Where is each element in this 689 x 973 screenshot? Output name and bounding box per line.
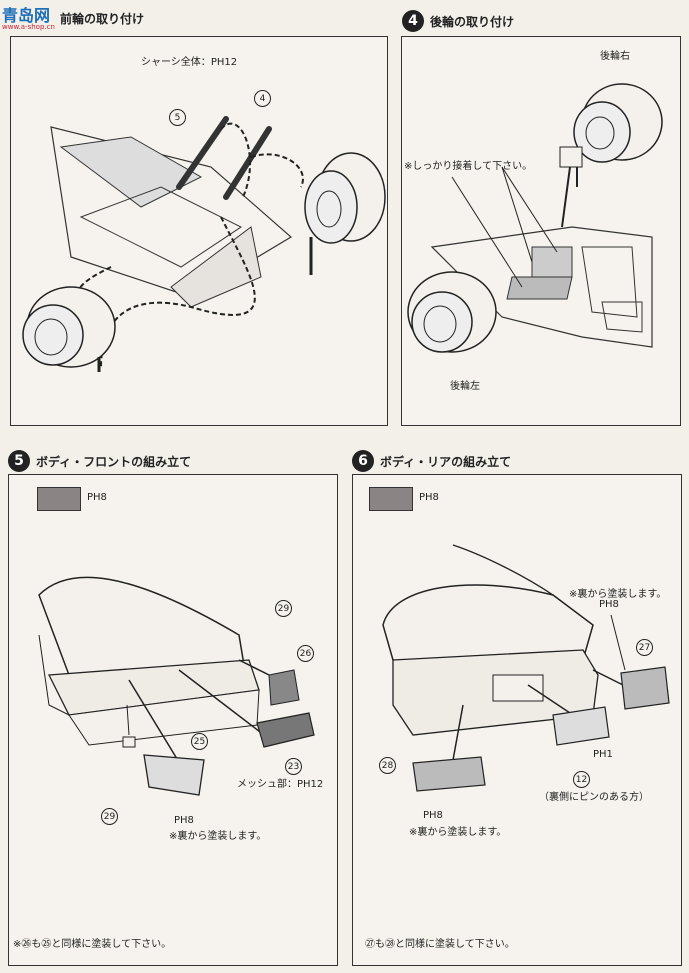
step4-panel: 後輪右 ※しっかり接着して下さい。 後輪左 <box>401 36 681 426</box>
watermark-url: www.a-shop.cn <box>2 23 55 31</box>
step5-number: 5 <box>8 450 30 472</box>
step4-header: 4 後輪の取り付け <box>402 10 514 32</box>
step5-mesh-label: メッシュ部：PH12 <box>237 779 324 790</box>
step5-part25-code: PH8 <box>174 815 194 826</box>
step6-title: ボディ・リアの組み立て <box>380 454 512 469</box>
step6-bottom-note: ㉗も㉘と同様に塗装して下さい。 <box>365 939 515 950</box>
step6-back-paint-note: ※裏から塗装します。 <box>409 827 507 838</box>
step3-front-wheel-diagram <box>22 116 386 372</box>
step5-part-26: 26 <box>297 645 314 662</box>
step4-rear-right-label: 後輪右 <box>600 51 630 62</box>
step6-paint-swatch <box>369 487 413 511</box>
step5-bottom-note: ※㉖も㉕と同様に塗装して下さい。 <box>13 939 172 950</box>
step6-rear-body-diagram <box>382 544 670 792</box>
step6-top-note: ※裏から塗装します。 <box>569 589 667 600</box>
step5-swatch-code: PH8 <box>87 492 107 503</box>
step6-pin-note: （裏側にピンのある方） <box>539 792 649 803</box>
step4-title: 後輪の取り付け <box>430 14 515 29</box>
step3-panel: シャーシ全体：PH12 5 4 <box>10 36 388 426</box>
step5-back-paint-note: ※裏から塗装します。 <box>169 831 267 842</box>
step5-part-29-top: 29 <box>275 600 292 617</box>
step6-number: 6 <box>352 450 374 472</box>
step4-number: 4 <box>402 10 424 32</box>
step5-front-body-diagram <box>38 576 315 796</box>
step4-rear-wheel-diagram <box>407 83 663 353</box>
step3-title: 前輪の取り付け <box>60 12 145 26</box>
step6-panel: PH8 ※裏から塗装します。 PH8 27 28 PH1 12 （裏側にピンのあ… <box>352 474 682 966</box>
step5-part-25: 25 <box>191 733 208 750</box>
watermark-brand: 青岛网 <box>2 6 51 25</box>
step4-glue-note: ※しっかり接着して下さい。 <box>404 161 533 172</box>
step5-title: ボディ・フロントの組み立て <box>36 454 192 469</box>
step3-part-5: 5 <box>169 109 186 126</box>
step6-plate-code: PH1 <box>593 749 613 760</box>
step5-header: 5 ボディ・フロントの組み立て <box>8 450 191 472</box>
step6-part-27: 27 <box>636 639 653 656</box>
watermark-logo: 青岛网 www.a-shop.cn <box>2 2 55 31</box>
step6-part28-code: PH8 <box>423 810 443 821</box>
step6-part-12: 12 <box>573 771 590 788</box>
step6-swatch-code: PH8 <box>419 492 439 503</box>
step6-part-28: 28 <box>379 757 396 774</box>
step6-top-code: PH8 <box>599 599 619 610</box>
step5-paint-swatch <box>37 487 81 511</box>
step5-panel: PH8 29 26 25 23 29 メッシュ部：PH12 PH8 ※裏から塗装… <box>8 474 338 966</box>
step3-chassis-label: シャーシ全体：PH12 <box>141 57 238 68</box>
step5-part-23: 23 <box>285 758 302 775</box>
step4-rear-left-label: 後輪左 <box>450 381 480 392</box>
step3-header: 前輪の取り付け <box>60 10 144 27</box>
step5-part-29-bottom: 29 <box>101 808 118 825</box>
step3-part-4: 4 <box>254 90 271 107</box>
step6-header: 6 ボディ・リアの組み立て <box>352 450 511 472</box>
